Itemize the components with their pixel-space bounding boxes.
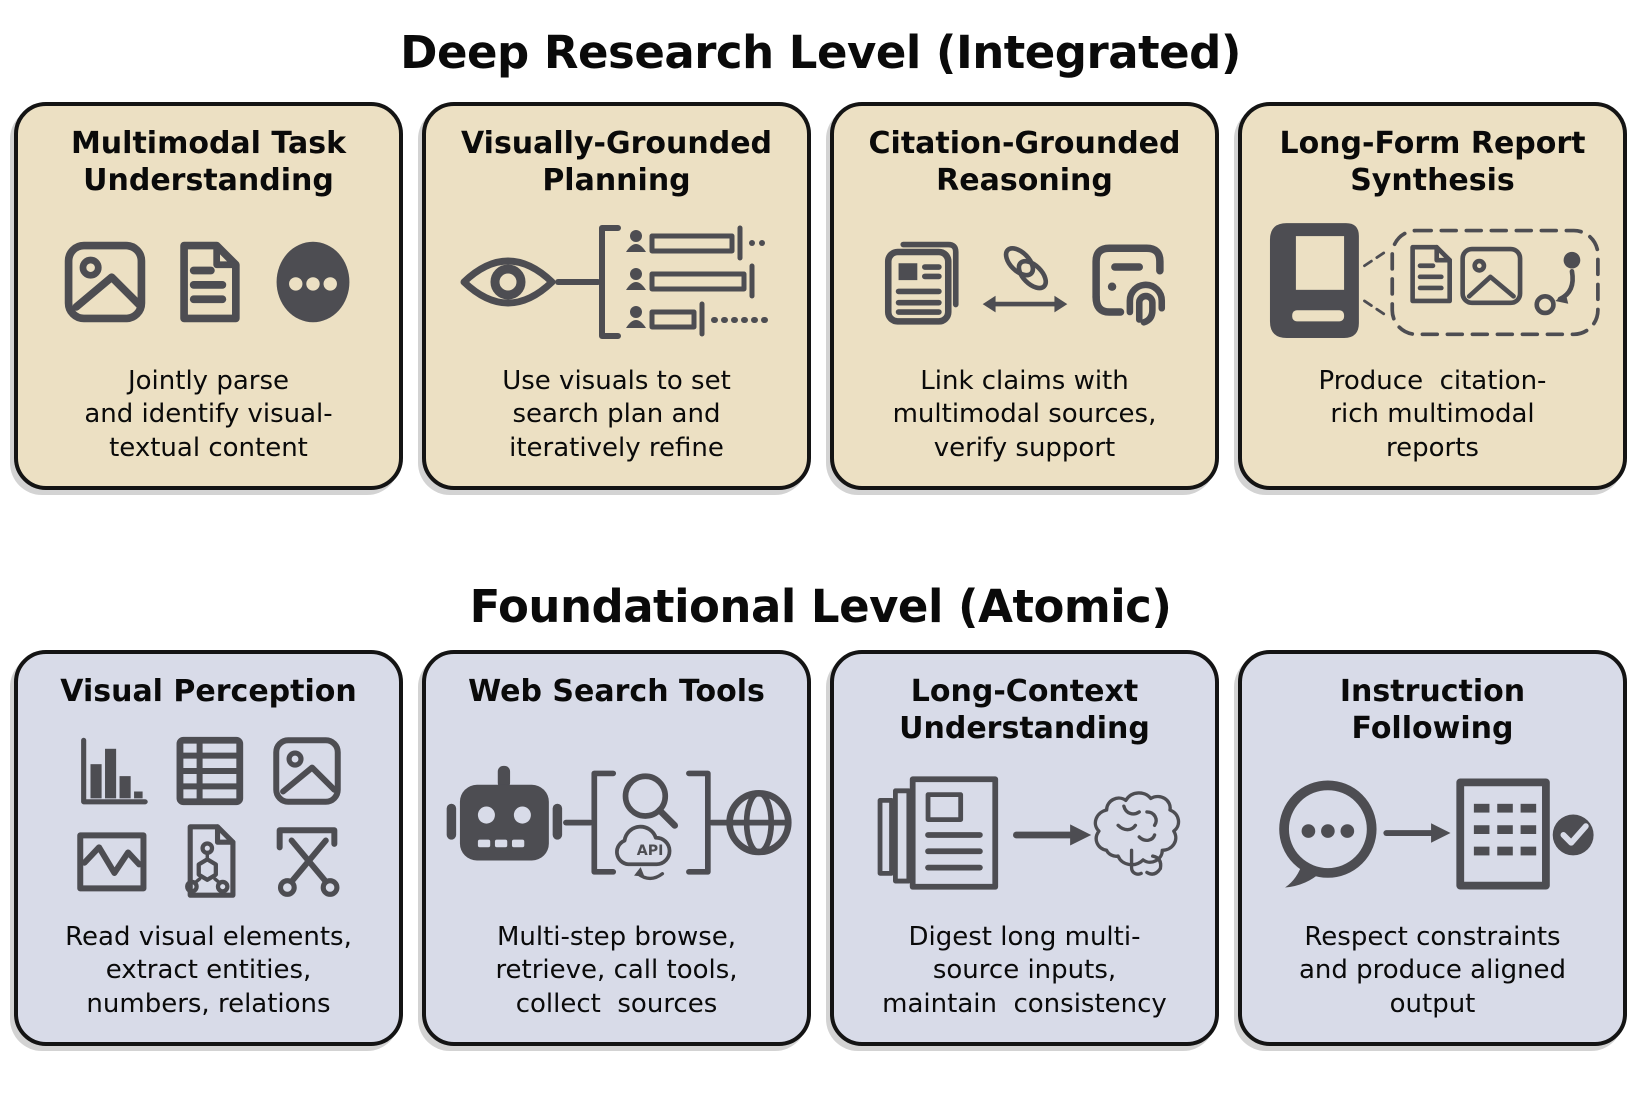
article-icon — [884, 241, 959, 325]
card-title: Long-Form Report Synthesis — [1279, 126, 1586, 198]
document-icon — [1409, 245, 1452, 304]
section-title-deep-research: Deep Research Level (Integrated) — [400, 26, 1241, 79]
magnifier-icon — [622, 773, 678, 829]
card-title: Web Search Tools — [468, 674, 765, 709]
instruction-icons — [1250, 747, 1615, 920]
brain-icon — [1093, 791, 1180, 876]
table-icon — [176, 736, 243, 805]
capability-diagram: Deep Research Level (Integrated) Multimo… — [0, 26, 1641, 1046]
ellipsis-bubble-icon — [276, 241, 349, 323]
planning-icons — [434, 199, 799, 364]
card-title: Long-Context Understanding — [899, 674, 1150, 746]
task-plan-list-icon — [598, 224, 773, 339]
route-icon — [1533, 252, 1580, 316]
card-description: Multi-step browse, retrieve, call tools,… — [495, 921, 738, 1020]
perception-icons — [26, 711, 391, 921]
image-icon — [64, 241, 145, 323]
card-title: Citation-Grounded Reasoning — [868, 126, 1181, 198]
card-title: Instruction Following — [1339, 674, 1526, 746]
book-icon — [1269, 223, 1359, 339]
card-citation-grounded-reasoning: Citation-Grounded Reasoning — [830, 102, 1219, 490]
web-search-icons: API — [434, 711, 799, 921]
bar-chart-icon — [80, 737, 148, 804]
svg-text:API: API — [636, 842, 663, 858]
report-icons — [1250, 199, 1615, 364]
card-title: Visually-Grounded Planning — [460, 126, 773, 198]
foundational-row: Visual Perception — [0, 650, 1641, 1046]
card-description: Link claims with multimodal sources, ver… — [892, 365, 1157, 464]
instruction-check-icon — [1278, 778, 1594, 890]
arrow-icon — [1382, 823, 1451, 843]
long-context-icons — [842, 747, 1207, 920]
card-description: Produce citation- rich multimodal report… — [1318, 365, 1547, 464]
chat-bubble-icon — [1278, 780, 1377, 888]
robot-icon — [446, 765, 562, 861]
chain-link-icon — [1003, 245, 1048, 291]
citation-icons — [842, 199, 1207, 364]
checklist-icon — [1455, 778, 1550, 890]
link-arrow-icon — [982, 245, 1067, 313]
molecule-document-icon — [184, 823, 235, 898]
card-title: Multimodal Task Understanding — [70, 126, 347, 198]
line-chart-icon — [76, 831, 146, 891]
check-badge-icon — [1552, 814, 1594, 856]
card-title: Visual Perception — [60, 674, 357, 709]
document-icon — [179, 241, 240, 323]
image-icon — [272, 736, 341, 805]
api-cloud-icon: API — [614, 824, 671, 880]
fingerprint-document-icon — [1091, 244, 1165, 326]
robot-search-icon: API — [446, 765, 792, 880]
card-long-form-report-synthesis: Long-Form Report Synthesis — [1238, 102, 1627, 490]
card-long-context-understanding: Long-Context Understanding — [830, 650, 1219, 1046]
report-synthesis-icon — [1269, 223, 1600, 339]
double-arrow-icon — [982, 295, 1067, 313]
image-icon — [1459, 247, 1522, 306]
card-description: Read visual elements, extract entities, … — [65, 921, 352, 1020]
eye-plan-icon — [460, 224, 773, 339]
deep-research-row: Multimodal Task Understanding — [0, 102, 1641, 490]
section-title-foundational: Foundational Level (Atomic) — [469, 580, 1172, 633]
scissors-crop-icon — [276, 826, 339, 897]
card-web-search-tools: Web Search Tools — [422, 650, 811, 1046]
stacked-documents-icon — [877, 776, 998, 890]
dashed-box — [1389, 229, 1600, 337]
card-visually-grounded-planning: Visually-Grounded Planning — [422, 102, 811, 490]
multimodal-icons — [26, 199, 391, 364]
card-visual-perception: Visual Perception — [14, 650, 403, 1046]
card-description: Digest long multi- source inputs, mainta… — [882, 921, 1167, 1020]
card-description: Respect constraints and produce aligned … — [1298, 921, 1567, 1020]
globe-icon — [725, 789, 792, 855]
card-description: Use visuals to set search plan and itera… — [502, 365, 731, 464]
card-description: Jointly parse and identify visual- textu… — [84, 365, 333, 464]
arrow-icon — [1012, 824, 1091, 846]
card-multimodal-task-understanding: Multimodal Task Understanding — [14, 102, 403, 490]
card-instruction-following: Instruction Following — [1238, 650, 1627, 1046]
eye-icon — [460, 257, 555, 307]
context-digest-icon — [877, 776, 1180, 890]
